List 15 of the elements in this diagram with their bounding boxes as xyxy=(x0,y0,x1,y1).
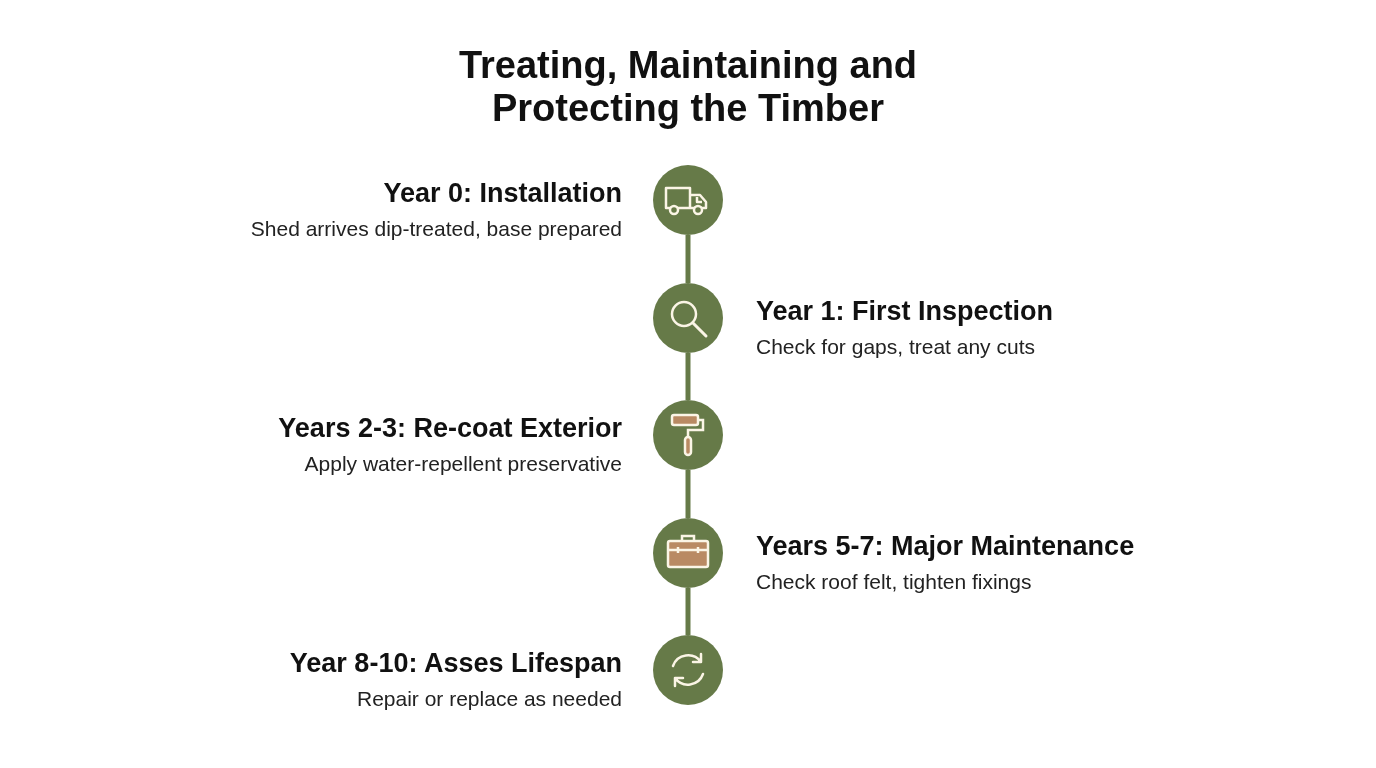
connector-line xyxy=(685,588,691,635)
step-heading: Year 1: First Inspection xyxy=(756,295,1054,327)
step-heading: Year 8-10: Asses Lifespan xyxy=(289,647,622,679)
connector-line xyxy=(685,235,691,283)
step-heading: Years 2-3: Re-coat Exterior xyxy=(278,412,622,444)
step-description: Check for gaps, treat any cuts xyxy=(756,334,1035,360)
connector-line xyxy=(685,353,691,400)
step-description: Shed arrives dip-treated, base prepared xyxy=(250,216,622,242)
step-description: Check roof felt, tighten fixings xyxy=(756,569,1032,595)
step-heading: Years 5-7: Major Maintenance xyxy=(756,530,1135,562)
title: Treating, Maintaining and Protecting the Timber xyxy=(457,44,919,130)
connector-line xyxy=(685,470,691,518)
step-description: Apply water-repellent preservative xyxy=(304,451,622,477)
step-heading: Year 0: Installation xyxy=(383,177,622,209)
step-description: Repair or replace as needed xyxy=(357,686,622,712)
